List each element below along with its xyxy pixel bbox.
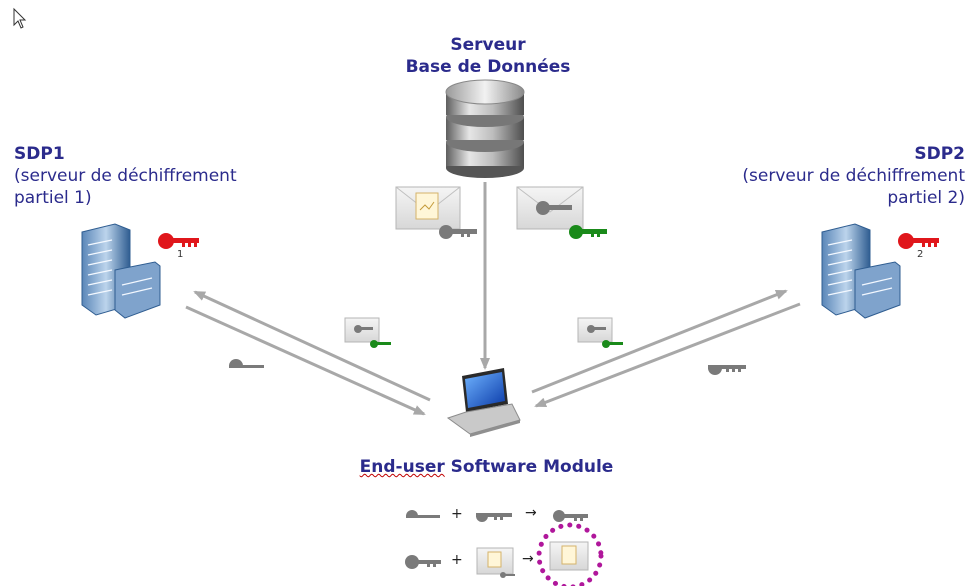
sdp1-red-key-icon — [158, 233, 199, 249]
sdp1-key-number: 1 — [177, 249, 184, 260]
encrypted-document-envelope-icon — [395, 186, 461, 230]
sdp2-desc-line1: (serveur de déchiffrement — [742, 166, 965, 186]
small-key-envelope-to-sdp1-icon — [344, 317, 391, 348]
decrypted-document-result-icon — [536, 522, 604, 586]
database-icon — [445, 79, 525, 178]
end-user-module-label: End-user Software Module — [0, 457, 973, 477]
formula-row1-partial-key-icon — [476, 513, 512, 522]
laptop-icon — [446, 368, 521, 437]
green-key-icon — [569, 225, 607, 239]
sdp2-desc-line2: partiel 2) — [887, 188, 965, 208]
sdp2-server-building-icon — [821, 223, 901, 319]
formula-row2-envelope-icon — [476, 547, 515, 578]
grey-key-icon — [439, 225, 477, 239]
encrypted-key-envelope-icon — [516, 186, 584, 230]
database-label-line2: Base de Données — [405, 57, 571, 77]
small-key-envelope-to-sdp2-icon — [577, 317, 623, 348]
arrow-sdp1-to-laptop — [185, 305, 426, 416]
formula-row1-half-key-icon — [406, 510, 440, 518]
database-label-line1: Serveur — [450, 35, 526, 55]
sdp2-key-number: 2 — [917, 249, 924, 260]
mouse-cursor-icon — [13, 7, 27, 29]
arrow-laptop-to-sdp2 — [531, 289, 788, 394]
sdp1-server-building-icon — [81, 223, 161, 319]
formula-row2-plus: + — [451, 552, 463, 568]
formula-row1-result-key-icon — [553, 510, 588, 522]
formula-row1-arrow: → — [525, 505, 537, 521]
sdp2-title: SDP2 — [914, 144, 965, 164]
partial-key-sdp2-icon — [708, 365, 746, 375]
arrow-laptop-to-sdp1 — [193, 290, 431, 402]
sdp2-label: SDP2 (serveur de déchiffrement partiel 2… — [742, 143, 965, 209]
module-title-part2: Software Module — [444, 457, 614, 477]
formula-row2-arrow: → — [522, 551, 534, 567]
sdp2-red-key-icon — [898, 233, 939, 249]
module-title-part1: End-user — [359, 457, 445, 477]
database-server-label: Serveur Base de Données — [0, 34, 973, 78]
arrow-sdp2-to-laptop — [534, 302, 801, 408]
sdp1-desc-line2: partiel 1) — [14, 188, 92, 208]
partial-key-sdp1-icon — [229, 359, 264, 368]
sdp1-desc-line1: (serveur de déchiffrement — [14, 166, 237, 186]
formula-row1-plus: + — [451, 506, 463, 522]
formula-row2-key-icon — [405, 555, 441, 569]
sdp1-title: SDP1 — [14, 144, 65, 164]
sdp1-label: SDP1 (serveur de déchiffrement partiel 1… — [14, 143, 237, 209]
